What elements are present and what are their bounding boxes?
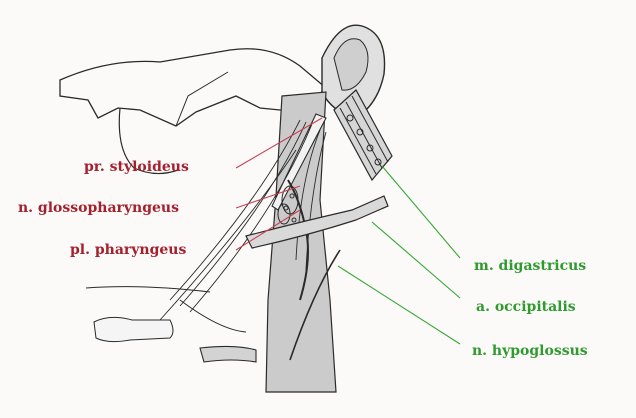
cut-nerve-end <box>94 317 173 341</box>
skull-inner-line <box>176 72 228 126</box>
hyoid-line <box>86 287 210 292</box>
label-pharyngeal-plexus: pl. pharyngeus <box>70 243 186 257</box>
label-hypoglossal-nerve: n. hypoglossus <box>472 344 588 358</box>
right-leader-lines <box>338 166 460 344</box>
label-digastric-muscle: m. digastricus <box>474 259 586 273</box>
lower-vein <box>200 346 256 362</box>
lower-contour <box>180 300 246 332</box>
digastric-muscle <box>334 90 392 180</box>
label-glossopharyngeal-nerve: n. glossopharyngeus <box>18 201 179 215</box>
label-occipital-artery: a. occipitalis <box>476 300 576 314</box>
label-styloid-process: pr. styloideus <box>84 160 189 174</box>
